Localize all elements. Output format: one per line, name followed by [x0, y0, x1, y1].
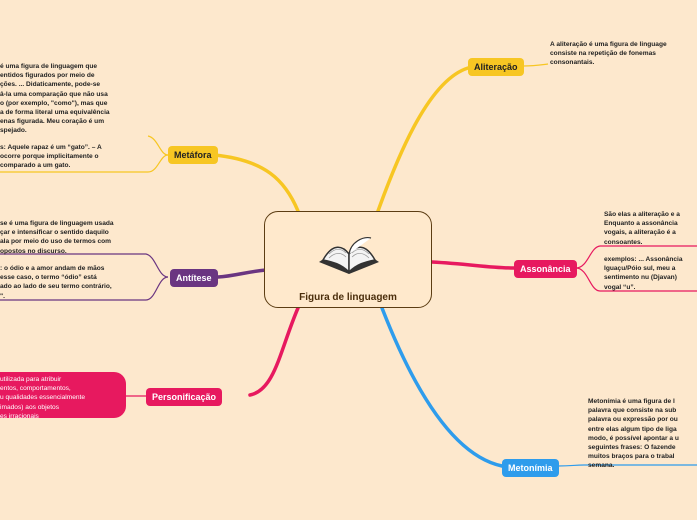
note-connector-assonancia-2 [575, 267, 697, 292]
note-metafora-example: s: Aquele rapaz é um “gato”. – A ocorre … [0, 144, 102, 170]
note-connector-metonimia [557, 464, 697, 467]
note-assonancia-example: exemplos: ... Assonância Iguaçu/Póio sul… [604, 256, 683, 291]
note-connector-metafora-2 [0, 154, 169, 173]
note-connector-antitese-1 [0, 253, 169, 278]
connector-metafora [212, 153, 300, 213]
note-personificacao: utilizada para atribuir entos, comportam… [0, 376, 86, 420]
branch-metafora[interactable]: Metáfora [168, 146, 218, 164]
note-connector-antitese-2 [0, 276, 169, 301]
note-metafora-definition: é uma figura de linguagem que entidos fi… [0, 63, 110, 135]
note-antitese-example: : o ódio e a amor andam de mãos esse cas… [0, 265, 112, 300]
connector-aliteracao [376, 66, 470, 213]
central-title: Figura de linguagem [299, 292, 397, 303]
open-book-icon [319, 237, 379, 274]
branch-antitese[interactable]: Antítese [170, 269, 218, 287]
note-antitese-definition: se é uma figura de linguagem usada çar e… [0, 220, 114, 255]
note-connector-aliteracao [522, 63, 549, 67]
connector-metonimia [380, 306, 504, 468]
note-connector-metafora-1 [147, 135, 169, 156]
note-metonimia: Metonímia é uma figura de l palavra que … [588, 398, 679, 470]
note-aliteracao: A aliteração é uma figura de linguage co… [550, 41, 667, 67]
branch-aliteracao[interactable]: Aliteração [468, 58, 524, 76]
central-topic[interactable]: Figura de linguagem [264, 211, 432, 308]
connector-personificacao [248, 306, 300, 397]
branch-metonimia[interactable]: Metonímia [502, 459, 559, 477]
note-assonancia-definition: São elas a aliteração e a Enquanto a ass… [604, 211, 680, 246]
branch-assonancia[interactable]: Assonância [514, 260, 577, 278]
note-connector-assonancia-1 [575, 245, 697, 269]
connector-antitese [216, 268, 268, 279]
personificacao-note-bubble [0, 372, 126, 418]
branch-personificacao[interactable]: Personificação [146, 388, 223, 406]
connector-assonancia [430, 260, 516, 270]
